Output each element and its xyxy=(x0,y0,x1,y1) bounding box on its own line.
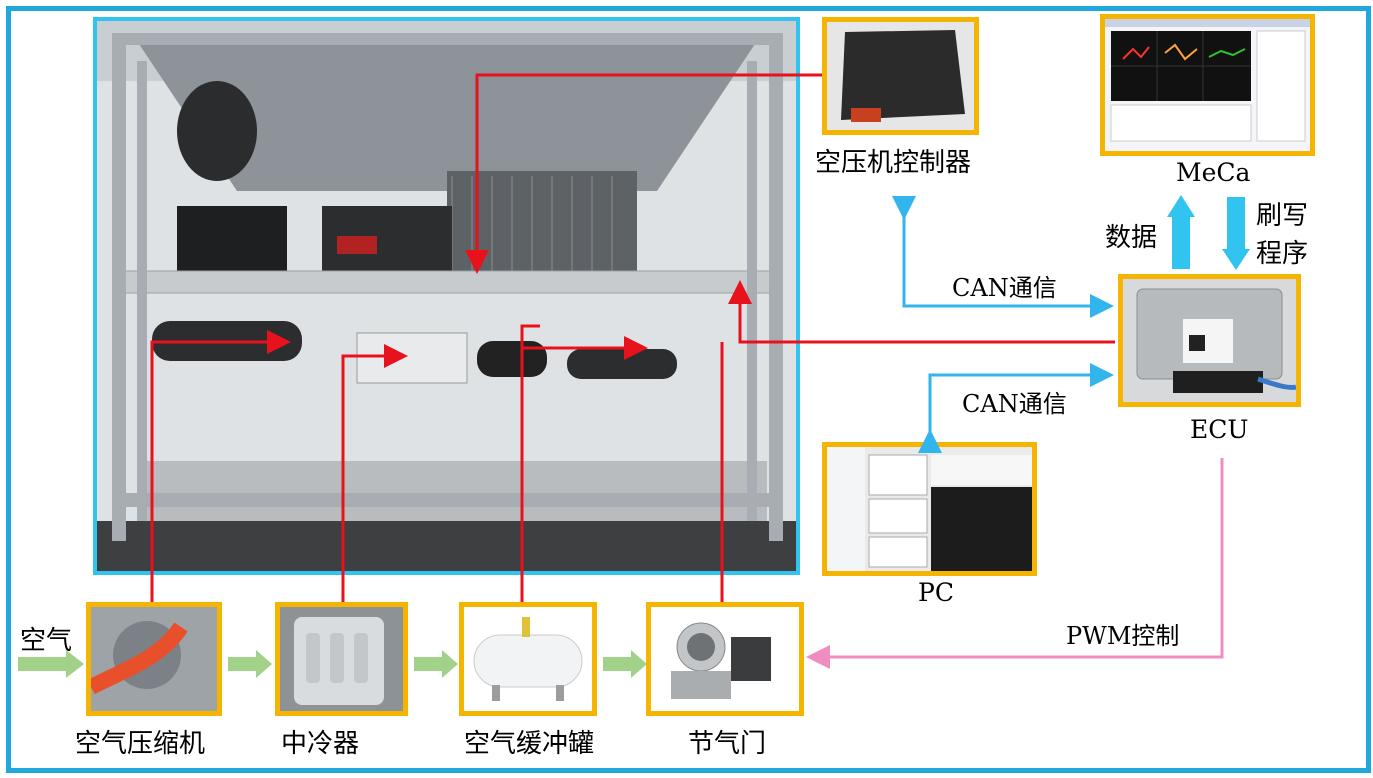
data-up-arrow xyxy=(1167,195,1195,269)
intercooler-photo xyxy=(275,602,408,716)
pc-software-screen xyxy=(822,442,1037,576)
data-label: 数据 xyxy=(1105,223,1158,253)
can-line-controller xyxy=(892,196,1114,318)
air-in-label: 空气 xyxy=(20,626,73,656)
pc-label: PC xyxy=(918,578,954,607)
buffer-tank-photo xyxy=(459,602,597,716)
can-line-pc xyxy=(918,363,1114,453)
controller-label: 空压机控制器 xyxy=(815,148,972,178)
throttle-label: 节气门 xyxy=(688,729,767,759)
can-label-mid: CAN通信 xyxy=(962,390,1067,418)
tank-signal-line xyxy=(520,336,648,602)
air-compressor-photo xyxy=(86,602,222,716)
compressor-signal-line xyxy=(150,330,291,602)
controller-signal-line xyxy=(465,73,822,274)
controller-photo xyxy=(822,17,979,135)
pwm-label: PWM控制 xyxy=(1066,622,1180,650)
meca-label: MeCa xyxy=(1176,158,1251,187)
meca-software-screen xyxy=(1100,14,1315,156)
flash-down-arrow xyxy=(1222,197,1250,270)
airflow-arrow-3 xyxy=(603,650,647,678)
can-label-top: CAN通信 xyxy=(952,274,1057,302)
airflow-arrow-in xyxy=(18,650,84,678)
ecu-signal-line xyxy=(728,280,1115,344)
tank-branch-line xyxy=(520,324,540,348)
intercooler-label: 中冷器 xyxy=(281,729,360,759)
intercooler-signal-line xyxy=(341,344,408,602)
pwm-line xyxy=(806,458,1224,669)
test-bench-photo xyxy=(93,17,800,575)
diagram-frame xyxy=(6,6,1371,773)
airflow-arrow-2 xyxy=(414,650,458,678)
throttle-valve-photo xyxy=(646,602,804,716)
ecu-label: ECU xyxy=(1190,415,1249,444)
buffer-tank-label: 空气缓冲罐 xyxy=(464,729,595,759)
ecu-photo xyxy=(1118,274,1301,407)
flash-label-line2: 程序 xyxy=(1256,239,1309,269)
flash-label-line1: 刷写 xyxy=(1256,201,1309,231)
airflow-arrow-1 xyxy=(228,650,272,678)
compressor-label: 空气压缩机 xyxy=(75,729,206,759)
